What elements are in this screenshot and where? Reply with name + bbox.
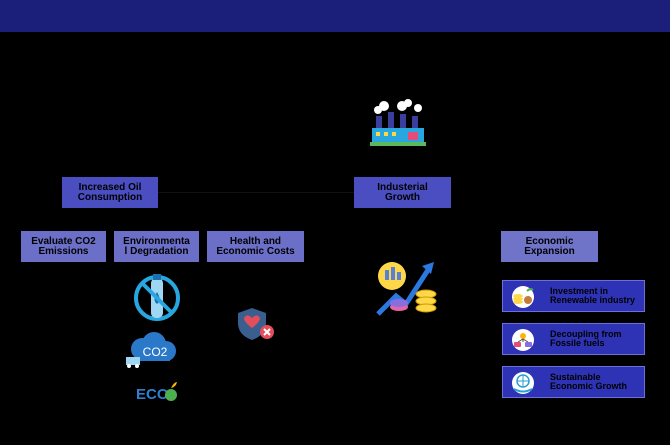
factory-icon — [368, 98, 428, 150]
health-shield-icon — [236, 306, 276, 342]
eco-logo-icon: ECO — [136, 378, 178, 406]
card-label: Investment in Renewable industry — [550, 281, 635, 311]
no-plastic-bottle-icon — [132, 272, 182, 324]
connector-line — [158, 192, 354, 193]
investment-renewable-card: Investment in Renewable industry — [502, 280, 645, 312]
growth-chart-icon — [374, 258, 440, 318]
co2-cloud-icon: CO2 — [124, 331, 178, 369]
co2-text: CO2 — [143, 345, 168, 359]
card-label: Sustainable Economic Growth — [550, 367, 627, 397]
coins-growth-icon — [509, 285, 537, 310]
network-icon — [509, 328, 537, 353]
globe-hand-icon — [509, 371, 537, 396]
sustainable-growth-card: Sustainable Economic Growth — [502, 366, 645, 398]
environmental-degradation-node: Environmenta l Degradation — [114, 231, 199, 262]
decoupling-fossil-card: Decoupling from Fossile fuels — [502, 323, 645, 355]
top-banner — [0, 0, 670, 32]
increased-oil-consumption-node: Increased Oil Consumption — [62, 177, 158, 208]
industrial-growth-node: Industerial Growth — [354, 177, 451, 208]
evaluate-co2-emissions-node: Evaluate CO2 Emissions — [21, 231, 106, 262]
card-label: Decoupling from Fossile fuels — [550, 324, 622, 354]
health-economic-costs-node: Health and Economic Costs — [207, 231, 304, 262]
economic-expansion-node: Economic Expansion — [501, 231, 598, 262]
